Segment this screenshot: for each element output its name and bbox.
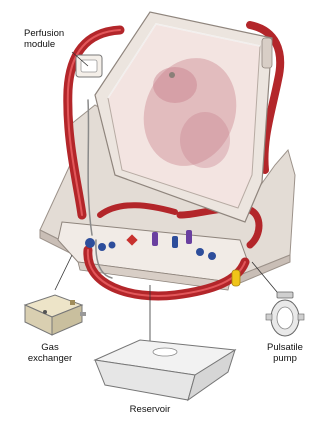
perfusion-module-label: Perfusion module <box>24 28 64 50</box>
top-left-clip <box>76 55 102 77</box>
pulsatile-pump <box>266 292 304 336</box>
reservoir <box>95 340 235 400</box>
gas-exchanger-label: Gas exchanger <box>20 342 80 364</box>
pulsatile-pump-label: Pulsatile pump <box>255 342 315 364</box>
reservoir-label: Reservoir <box>110 404 190 415</box>
gas-exchanger <box>25 295 86 335</box>
